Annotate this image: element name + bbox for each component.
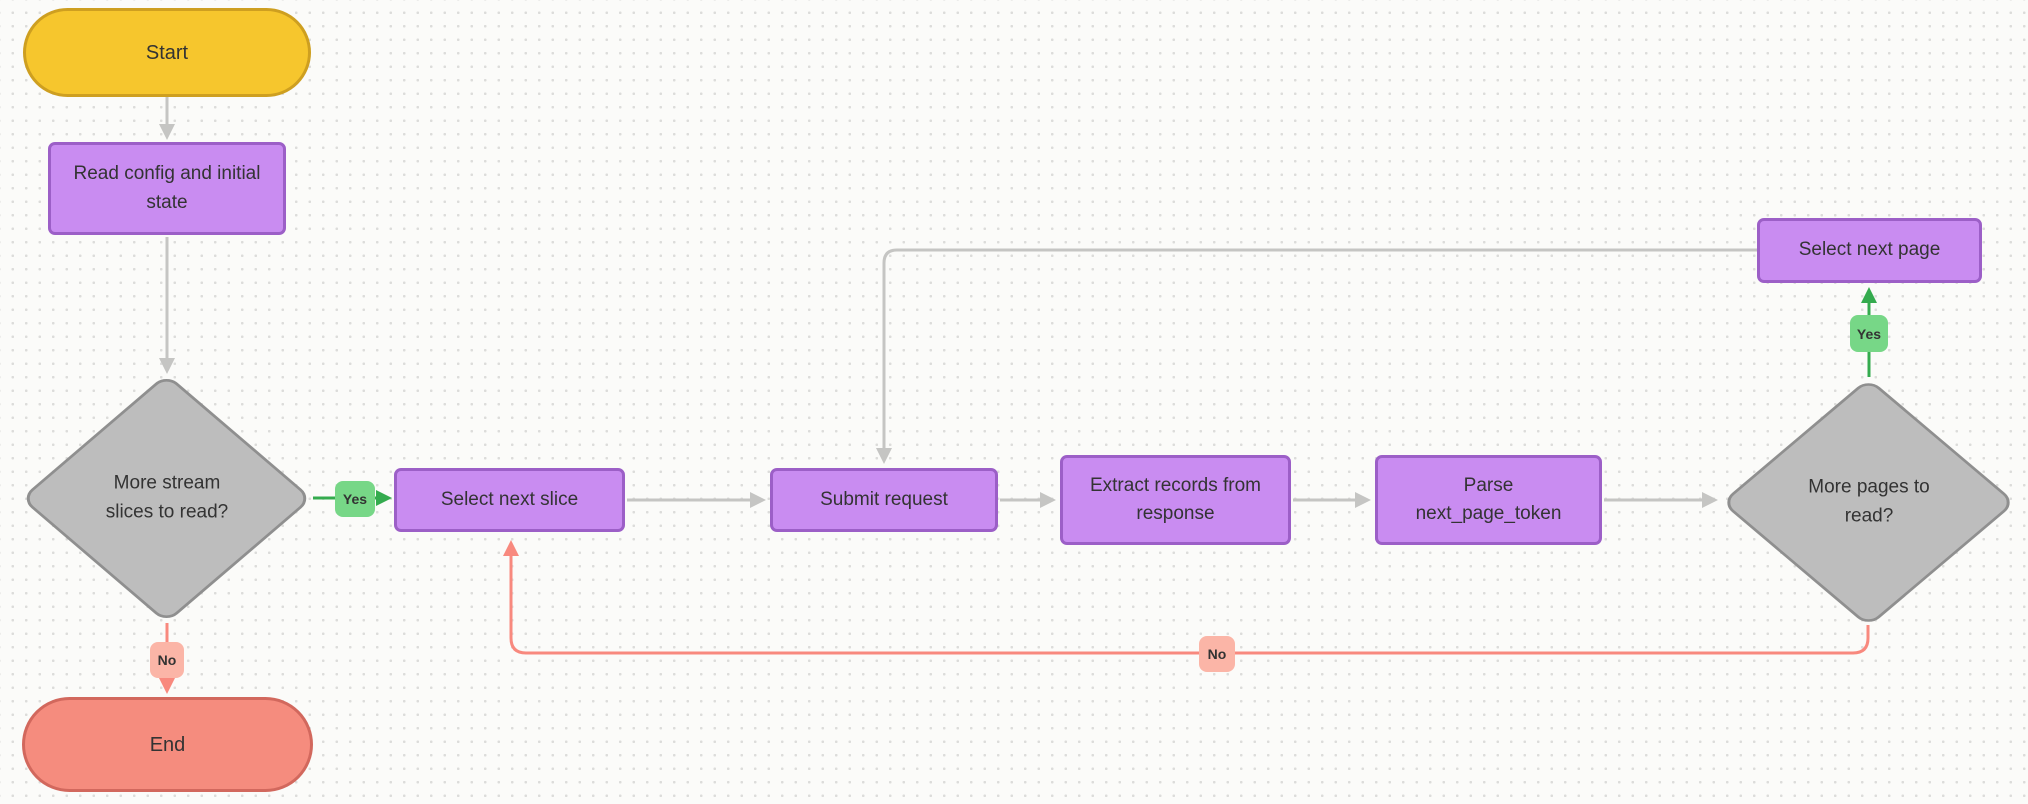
edge-no-to-end-arrowhead xyxy=(159,678,175,694)
edge-yes-to-select-next-page-arrowhead xyxy=(1861,287,1877,303)
node-more-stream-slices-label: More stream slices to read? xyxy=(105,472,229,523)
node-submit-request[interactable]: Submit request xyxy=(770,468,998,532)
node-end[interactable]: End xyxy=(22,697,313,792)
node-read-config[interactable]: Read config and initial state xyxy=(48,142,286,235)
badge-yes-slices: Yes xyxy=(335,481,375,517)
badge-no-slices: No xyxy=(150,642,184,678)
edge-no-to-select-next-slice-arrowhead xyxy=(503,540,519,556)
edge-read-config-to-more-slices-arrowhead xyxy=(159,358,175,374)
node-extract-records[interactable]: Extract records from response xyxy=(1060,455,1291,545)
edge-no-to-select-next-slice xyxy=(509,556,1870,655)
edge-submit-to-extract-arrowhead xyxy=(1040,492,1056,508)
edge-parse-to-more-pages-arrowhead xyxy=(1702,492,1718,508)
edge-select-slice-to-submit-arrowhead xyxy=(750,492,766,508)
edge-select-page-to-submit-arrowhead xyxy=(876,448,892,464)
node-parse-next-page-token[interactable]: Parse next_page_token xyxy=(1375,455,1602,545)
node-start[interactable]: Start xyxy=(23,8,311,97)
edge-select-page-to-submit xyxy=(882,248,1757,448)
edge-start-to-read-config-arrowhead xyxy=(159,124,175,140)
edge-yes-to-select-next-slice-arrowhead xyxy=(376,490,392,506)
badge-yes-pages: Yes xyxy=(1850,315,1888,352)
badge-no-pages: No xyxy=(1199,636,1235,672)
node-select-next-page[interactable]: Select next page xyxy=(1757,218,1982,283)
node-more-pages-label: More pages to read? xyxy=(1808,476,1930,527)
edge-extract-to-parse-arrowhead xyxy=(1355,492,1371,508)
node-select-next-slice[interactable]: Select next slice xyxy=(394,468,625,532)
